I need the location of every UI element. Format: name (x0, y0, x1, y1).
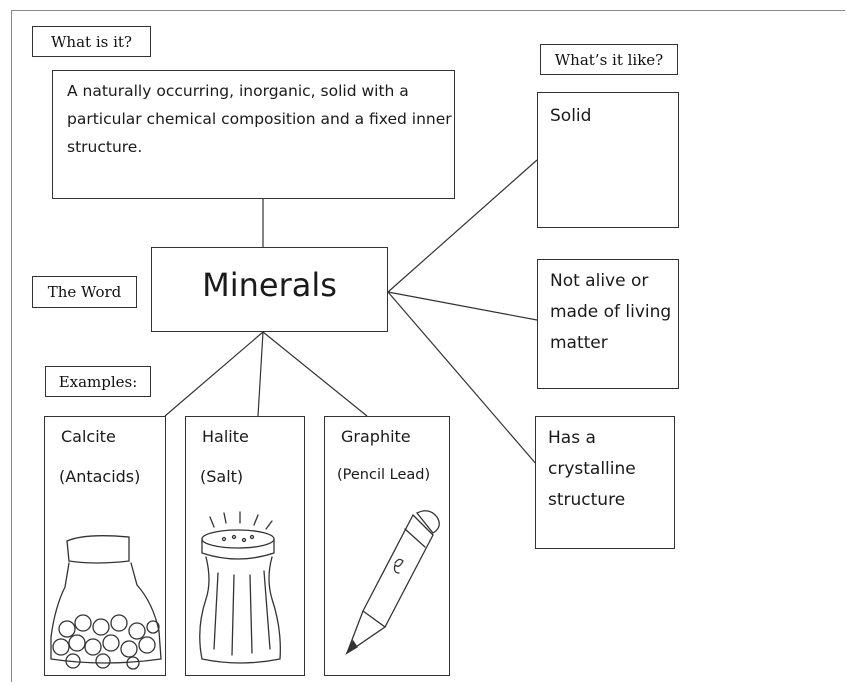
example-name: Calcite (61, 427, 116, 446)
connector-solid (387, 159, 538, 293)
definition-text: A naturally occurring, inorganic, solid … (67, 82, 452, 156)
page-frame (11, 10, 845, 682)
example-name: Halite (202, 427, 249, 446)
characteristic-text: Has a crystalline structure (548, 428, 636, 510)
what-is-it-label: What is it? (32, 26, 151, 57)
definition-box: A naturally occurring, inorganic, solid … (52, 70, 455, 199)
characteristic-text: Solid (550, 106, 592, 126)
connector-halite (257, 331, 264, 417)
word-box: Minerals (151, 247, 388, 332)
characteristic-box-not-alive: Not alive or made of living matter (537, 259, 679, 389)
connector-graphite (262, 331, 368, 417)
example-use: (Pencil Lead) (337, 467, 431, 483)
word-text: Minerals (202, 265, 337, 304)
antacid-jar-drawing (50, 535, 162, 670)
characteristic-box-crystalline: Has a crystalline structure (535, 416, 675, 549)
characteristic-text: Not alive or made of living matter (550, 271, 672, 353)
example-box-halite: Halite (Salt) (185, 416, 305, 676)
characteristic-box-solid: Solid (537, 92, 679, 228)
example-box-graphite: Graphite (Pencil Lead) (324, 416, 450, 676)
whats-it-like-label: What’s it like? (540, 44, 678, 75)
the-word-label: The Word (32, 276, 137, 308)
example-name: Graphite (341, 427, 411, 446)
example-use: (Salt) (200, 467, 244, 486)
examples-label: Examples: (45, 366, 151, 397)
example-box-calcite: Calcite (Antacids) (44, 416, 166, 676)
salt-shaker-drawing (199, 511, 281, 664)
connector-not-alive (387, 291, 538, 321)
connector-crystalline (387, 291, 538, 466)
example-use: (Antacids) (59, 467, 141, 486)
connector-calcite (164, 331, 264, 417)
pencil-drawing (345, 510, 440, 655)
